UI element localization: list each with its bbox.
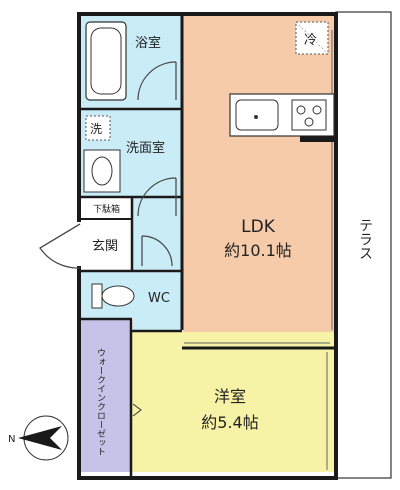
ldk-room [183,16,335,348]
bathtub [85,21,127,101]
closet-label: ウォークインクローゼット [95,348,106,456]
entrance-door [74,222,82,266]
kitchen-counter [229,93,335,137]
fridge-label: 冷 [304,33,317,48]
bath-label: 浴室 [135,35,161,51]
shoe-box-label: 下駄箱 [93,203,120,215]
wc-label: WC [148,291,170,306]
western-room [131,332,335,472]
shoe-box [81,198,131,218]
toilet-bowl [101,285,135,307]
fridge-cross [295,21,329,55]
hall-door-swing [141,235,173,267]
sink-drain [254,115,258,119]
compass-letter: N [8,434,15,445]
terrace-area [335,11,392,479]
ldk-name: LDK [241,217,276,237]
entrance-label: 玄関 [92,239,118,254]
bathtub-inner [90,27,122,95]
ldk-size: 約10.1帖 [224,241,292,260]
western-size: 約5.4帖 [201,413,258,432]
washroom-label: 洗面室 [126,140,165,156]
counter-edge [300,136,334,142]
hall-lower [133,318,181,332]
compass-needle [18,426,62,450]
burner [296,105,306,115]
terrace-label: テラス [357,218,373,260]
basin-bowl [91,156,113,186]
burner [312,105,322,115]
toilet-tank [91,283,103,309]
hall-area [133,198,181,272]
wash-basin [83,149,121,193]
compass: N [8,415,69,461]
bath-door-swing [137,61,177,101]
entrance-door-leaf [39,223,81,249]
western-name: 洋室 [214,387,246,406]
stove [291,99,327,131]
closet-door-mark [132,403,142,417]
kitchen-sink [235,99,279,131]
washer-spot [85,115,111,141]
wash-door-swing [137,177,177,217]
outer-wall [77,12,338,480]
burner [304,117,314,127]
closet-room [81,320,131,472]
entrance-room [81,220,133,270]
washer-label: 洗 [90,122,102,136]
